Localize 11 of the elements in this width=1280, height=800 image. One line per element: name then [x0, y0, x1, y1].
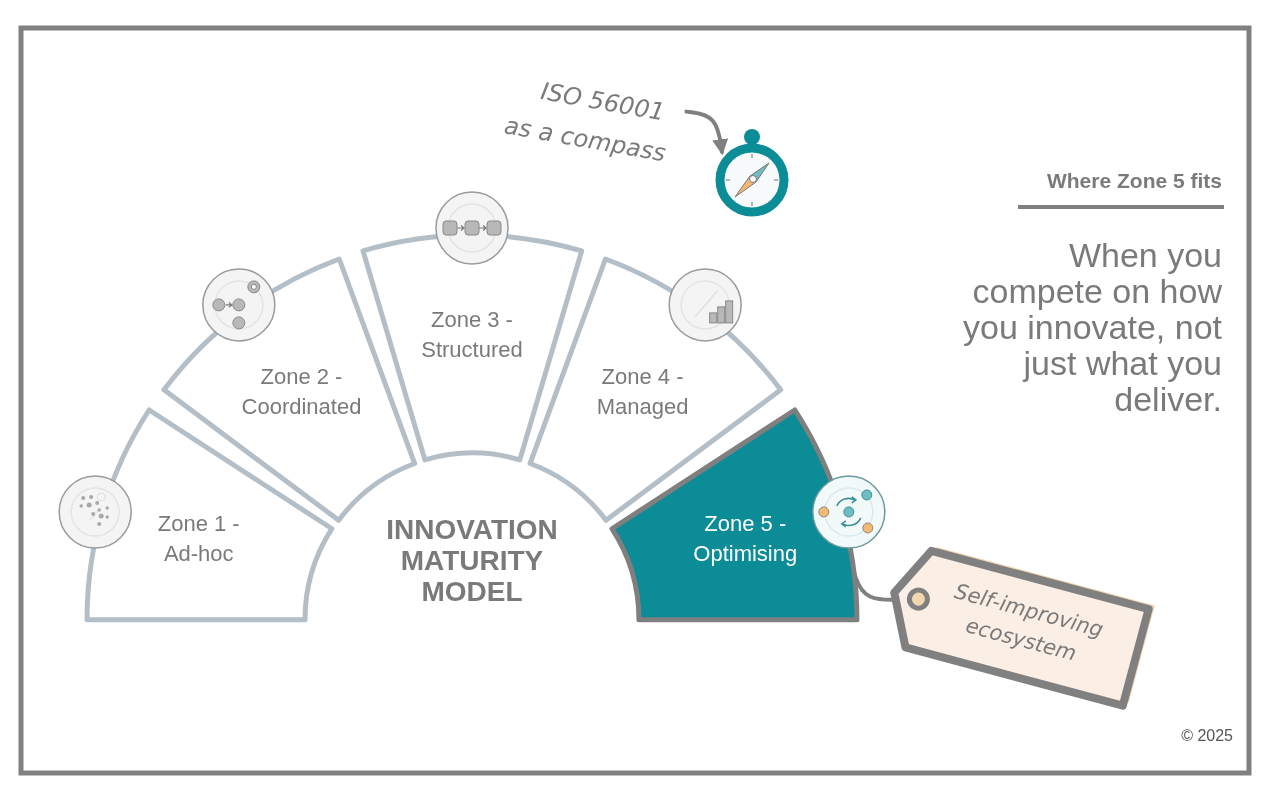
zone-label: Zone 1 - Ad-hoc	[156, 510, 241, 569]
zone-label: Zone 2 - Coordinated	[240, 362, 363, 421]
statement-text: When you compete on how you innovate, not just what you deliver.	[962, 237, 1222, 417]
section-heading: Where Zone 5 fits	[1045, 168, 1222, 194]
zone-label: Zone 5 - Optimising	[692, 510, 799, 569]
zone-label: Zone 3 - Structured	[420, 306, 524, 364]
copyright-text: © 2025	[1180, 726, 1233, 746]
zone-label: Zone 4 - Managed	[595, 362, 690, 421]
curved-arrow	[684, 109, 729, 156]
handwritten-note: ISO 56001 as a compass	[501, 66, 685, 175]
model-title: INNOVATION MATURITY MODEL	[385, 514, 559, 607]
